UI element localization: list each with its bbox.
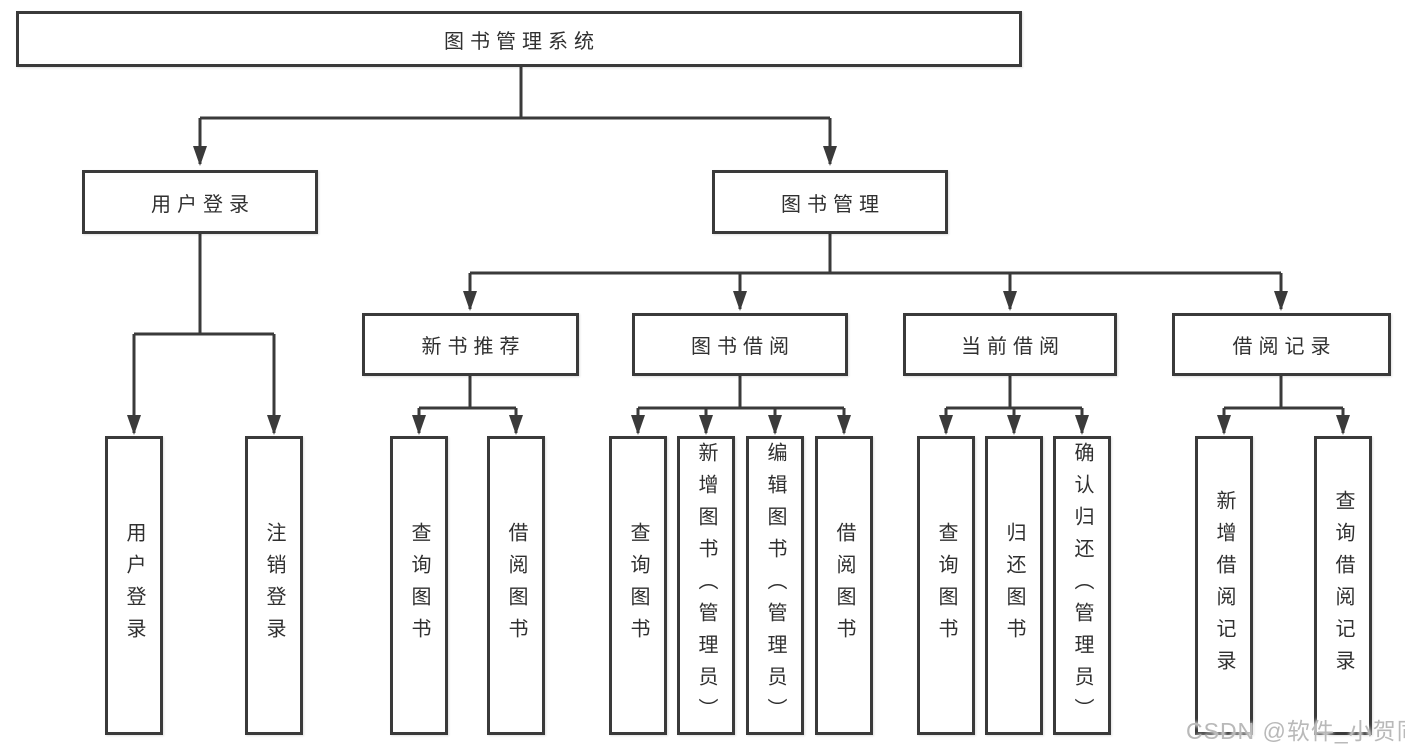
- node-label: 查询图书: [408, 521, 430, 650]
- node-label: 注销登录: [263, 521, 285, 650]
- node-leaf-query-books-borrow: 查询图书: [609, 436, 667, 735]
- node-label: 新增借阅记录: [1213, 489, 1235, 682]
- node-label: 当前借阅: [961, 336, 1065, 358]
- node-leaf-query-borrow-record: 查询借阅记录: [1314, 436, 1372, 735]
- node-library-system: 图书管理系统: [16, 11, 1022, 67]
- node-borrowing-records: 借阅记录: [1172, 313, 1391, 376]
- node-label: 图书借阅: [691, 336, 795, 358]
- node-book-management: 图书管理: [712, 170, 948, 234]
- node-label: 新增图书（管理员）: [695, 441, 717, 730]
- node-leaf-confirm-return-admin: 确认归还（管理员）: [1053, 436, 1111, 735]
- node-label: 归还图书: [1003, 521, 1025, 650]
- watermark-text: CSDN @软件_小贺同学: [1186, 718, 1405, 744]
- node-label: 借阅图书: [833, 521, 855, 650]
- node-label: 查询图书: [935, 521, 957, 650]
- node-leaf-add-borrow-record: 新增借阅记录: [1195, 436, 1253, 735]
- node-label: 查询图书: [627, 521, 649, 650]
- node-label: 图书管理系统: [444, 30, 600, 53]
- node-label: 借阅图书: [505, 521, 527, 650]
- node-label: 确认归还（管理员）: [1071, 441, 1093, 730]
- node-new-book-recommendation: 新书推荐: [362, 313, 579, 376]
- node-label: 查询借阅记录: [1332, 489, 1354, 682]
- node-user-login: 用户登录: [82, 170, 318, 234]
- node-label: 用户登录: [123, 521, 145, 650]
- node-leaf-add-book-admin: 新增图书（管理员）: [677, 436, 735, 735]
- node-leaf-query-books-current: 查询图书: [917, 436, 975, 735]
- node-label: 图书管理: [781, 193, 885, 216]
- node-leaf-edit-book-admin: 编辑图书（管理员）: [746, 436, 804, 735]
- node-current-borrowing: 当前借阅: [903, 313, 1117, 376]
- node-label: 用户登录: [151, 193, 255, 216]
- node-leaf-borrow-books: 借阅图书: [815, 436, 873, 735]
- node-label: 借阅记录: [1232, 336, 1337, 358]
- node-leaf-borrow-books-recommend: 借阅图书: [487, 436, 545, 735]
- node-leaf-query-books-recommend: 查询图书: [390, 436, 448, 735]
- node-label: 新书推荐: [421, 336, 526, 358]
- node-book-borrowing: 图书借阅: [632, 313, 848, 376]
- node-label: 编辑图书（管理员）: [764, 441, 786, 730]
- node-leaf-return-books: 归还图书: [985, 436, 1043, 735]
- node-leaf-logout: 注销登录: [245, 436, 303, 735]
- node-leaf-user-login: 用户登录: [105, 436, 163, 735]
